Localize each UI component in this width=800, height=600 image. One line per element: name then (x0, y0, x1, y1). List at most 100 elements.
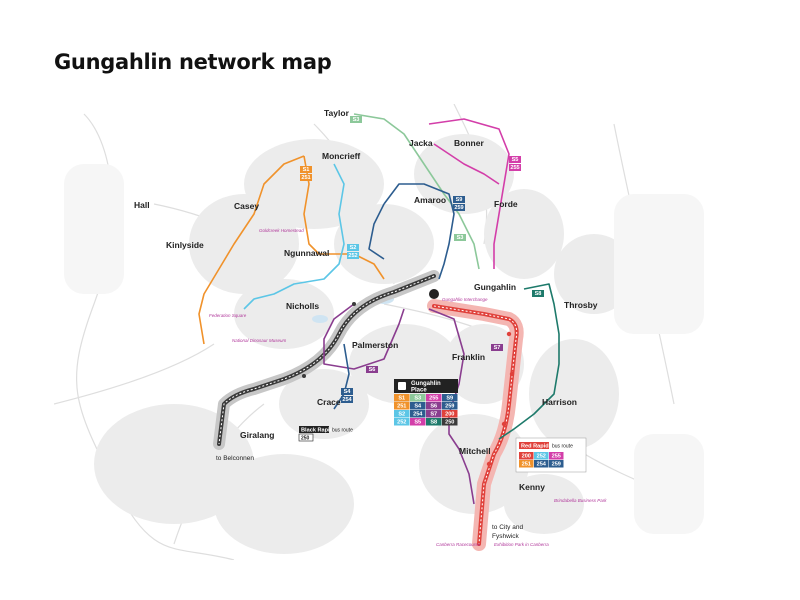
route-badge-1-label: S1 (303, 167, 310, 173)
suburb-franklin: Franklin (452, 352, 485, 362)
dest-city-line1: to City and (492, 524, 523, 531)
hub-badge-3-0-bg (394, 418, 410, 426)
red-badge-1-0: 251 (519, 460, 534, 468)
hub-badge-2-3-bg (442, 410, 458, 418)
route-s6-line (323, 303, 405, 370)
suburb-hall: Hall (134, 200, 150, 210)
suburb-crace: Crace (317, 397, 341, 407)
hub-badge-3-2-label: S8 (430, 420, 437, 426)
route-badge-6-label: 259 (454, 205, 463, 211)
suburb-amaroo: Amaroo (414, 195, 446, 205)
suburb-casey: Casey (234, 201, 259, 211)
route-badge-12: S4 (341, 388, 353, 395)
route-badge-1: S1 (300, 166, 312, 173)
route-s4-line (333, 343, 350, 410)
hub-badge-1-2-bg (426, 402, 442, 410)
route-badge-5-bg (453, 196, 465, 203)
route-badge-14-label: S3 (457, 235, 464, 241)
suburb-forde: Forde (494, 199, 518, 209)
red-rapid-brand: Red Rapid (521, 444, 549, 450)
red-rapid-suffix: bus route (552, 444, 573, 450)
route-badge-12-label: S4 (344, 389, 352, 395)
black-rapid-dash (218, 275, 435, 445)
route-badge-9-label: S6 (369, 367, 376, 373)
suburb-giralang: Giralang (240, 430, 274, 440)
black-rapid-route: 250 (301, 436, 310, 442)
hub-badge-2-1: 254 (410, 410, 426, 418)
red-badge-0-0-label: 200 (522, 454, 531, 460)
red-badge-1-2-bg (549, 460, 564, 468)
black-rapid-brand: Black Rapid (301, 428, 334, 434)
route-badge-0-label: S3 (353, 117, 360, 123)
open-space (64, 164, 704, 534)
route-badge-3-bg (509, 156, 521, 163)
route-badge-10-bg (491, 344, 503, 351)
red-badge-1-2: 259 (549, 460, 564, 468)
route-badge-13: 254 (341, 396, 353, 403)
route-badge-10-label: S7 (494, 345, 501, 351)
suburb-moncrieff: Moncrieff (322, 151, 360, 161)
route-badge-0-bg (350, 116, 362, 123)
route-badge-7-label: S2 (350, 245, 357, 251)
route-badge-3-label: S5 (512, 157, 519, 163)
hub-badge-3-3: 250 (442, 418, 458, 426)
red-badge-0-2: 255 (549, 452, 564, 460)
suburb-taylor: Taylor (324, 108, 350, 118)
suburb-texture (94, 134, 634, 554)
route-s9-line (383, 183, 455, 280)
black-rapid-legend: Black Rapid bus route 250 (298, 426, 353, 442)
hub-badge-3-3-bg (442, 418, 458, 426)
place-federation: Federation Square (209, 313, 247, 318)
route-badge-11-bg (532, 290, 544, 297)
place-interchange: Gungahlin Interchange (442, 297, 488, 302)
place-dinosaur: National Dinosaur Museum (232, 338, 287, 343)
red-badge-1-1-label: 254 (537, 462, 547, 468)
suburb-palmerston: Palmerston (352, 340, 398, 350)
route-badge-10: S7 (491, 344, 503, 351)
map-canvas: Taylor Jacka Bonner Moncrieff Hall Casey… (54, 104, 704, 560)
hub-title-line1: Gungahlin (411, 381, 441, 387)
hub-badge-1-3: 259 (442, 402, 458, 410)
network-map[interactable]: Taylor Jacka Bonner Moncrieff Hall Casey… (54, 104, 716, 560)
place-racecourse: Canberra Racecourse (436, 542, 481, 547)
route-s3-line (353, 113, 480, 270)
red-badge-0-2-label: 255 (552, 454, 561, 460)
hub-badge-2-2: S7 (426, 410, 442, 418)
suburb-gungahlin: Gungahlin (474, 282, 516, 292)
hub-badge-0-2-bg (426, 394, 442, 402)
hub-badge-1-3-label: 259 (445, 404, 454, 410)
hub-title-line2: Place (411, 388, 427, 394)
suburb-mitchell: Mitchell (459, 446, 491, 456)
hub-badge-0-0: S1 (394, 394, 410, 402)
page-title: Gungahlin network map (54, 50, 332, 74)
suburb-jacka: Jacka (409, 138, 433, 148)
route-badge-13-label: 254 (342, 397, 352, 403)
black-rapid-route-box (298, 433, 314, 442)
red-badge-1-0-label: 251 (522, 462, 531, 468)
hub-badge-0-1-label: S3 (414, 396, 421, 402)
red-badge-1-1: 254 (534, 460, 549, 468)
route-s1-casey (303, 155, 385, 280)
red-badge-0-1: 252 (534, 452, 549, 460)
suburb-bonner: Bonner (454, 138, 484, 148)
hub-badge-3-1-bg (410, 418, 426, 426)
route-badge-2-label: 251 (301, 175, 310, 181)
route-badge-8-bg (347, 252, 359, 259)
black-rapid-chip (299, 426, 329, 433)
hub-badge-2-1-bg (410, 410, 426, 418)
place-labels: Gungahlin Interchange Goldcreek Homestea… (209, 228, 607, 547)
red-badge-0-0-bg (519, 452, 534, 460)
hub-badge-2-2-bg (426, 410, 442, 418)
route-badge-2-bg (300, 174, 312, 181)
route-badge-5-label: S9 (456, 197, 463, 203)
hub-badge-3-2-bg (426, 418, 442, 426)
hub-badge-0-2: 255 (426, 394, 442, 402)
red-badge-1-2-label: 259 (552, 462, 561, 468)
hub-badge-2-1-label: 254 (413, 412, 423, 418)
route-badge-4: 255 (509, 164, 521, 171)
hub-badge-1-2-label: S6 (430, 404, 437, 410)
